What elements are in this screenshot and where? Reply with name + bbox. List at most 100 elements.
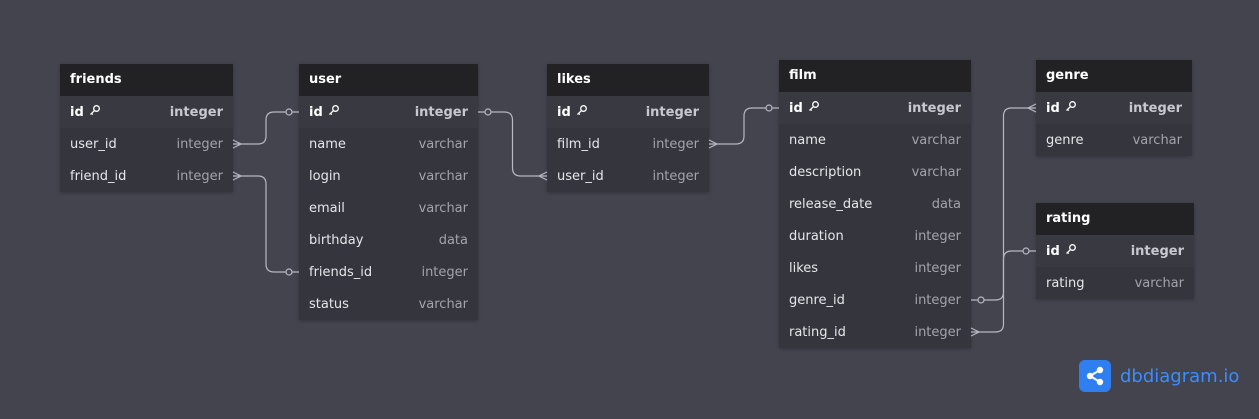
- field-row-genre-genre[interactable]: genre varchar: [1036, 124, 1192, 156]
- field-name-text: name: [309, 136, 346, 152]
- key-icon: [1060, 100, 1077, 116]
- field-row-genre-id[interactable]: id integer: [1036, 92, 1192, 124]
- field-type: integer: [1128, 100, 1182, 116]
- field-name-text: email: [309, 200, 345, 216]
- field-name-text: genre_id: [789, 292, 845, 308]
- field-row-user-status[interactable]: status varchar: [299, 288, 478, 320]
- field-row-film-description[interactable]: description varchar: [779, 156, 971, 188]
- field-name: friends_id: [309, 265, 372, 280]
- field-name-text: id: [70, 104, 84, 120]
- field-name-text: birthday: [309, 232, 364, 248]
- field-name-text: description: [789, 164, 862, 180]
- field-row-film-name[interactable]: name varchar: [779, 124, 971, 156]
- field-name-text: id: [1046, 243, 1060, 259]
- key-icon: [323, 104, 340, 120]
- field-name: film_id: [557, 137, 600, 152]
- field-type: varchar: [1132, 132, 1182, 148]
- field-name: name: [309, 137, 346, 152]
- table-header-film[interactable]: film: [779, 60, 971, 92]
- field-name-text: film_id: [557, 136, 600, 152]
- field-name: user_id: [557, 169, 604, 184]
- table-rating[interactable]: rating id integer rating varchar: [1036, 203, 1194, 299]
- field-name-text: likes: [789, 260, 819, 276]
- field-type: integer: [414, 104, 468, 120]
- table-genre[interactable]: genre id integer genre varchar: [1036, 60, 1192, 156]
- table-header-genre[interactable]: genre: [1036, 60, 1192, 92]
- table-header-friends[interactable]: friends: [60, 64, 233, 96]
- field-name-text: user_id: [557, 168, 604, 184]
- field-name: rating_id: [789, 325, 846, 340]
- field-type: varchar: [1134, 275, 1184, 291]
- key-icon: [803, 100, 820, 116]
- field-type: varchar: [911, 132, 961, 148]
- field-name: release_date: [789, 197, 872, 212]
- table-header-user[interactable]: user: [299, 64, 478, 96]
- field-name: id: [1046, 100, 1077, 116]
- field-name: likes: [789, 261, 818, 276]
- table-film[interactable]: film id integer name varchar description varch…: [779, 60, 971, 348]
- field-type: integer: [914, 324, 961, 340]
- field-row-likes-id[interactable]: id integer: [547, 96, 709, 128]
- field-type: varchar: [418, 296, 468, 312]
- field-name-text: duration: [789, 228, 844, 244]
- field-type: varchar: [418, 168, 468, 184]
- brand-logo-area[interactable]: dbdiagram.io: [1079, 360, 1239, 392]
- field-name-text: id: [309, 104, 323, 120]
- field-row-film-release_date[interactable]: release_date data: [779, 188, 971, 220]
- field-row-rating-id[interactable]: id integer: [1036, 235, 1194, 267]
- field-type: integer: [652, 168, 699, 184]
- field-row-rating-rating[interactable]: rating varchar: [1036, 267, 1194, 299]
- field-type: varchar: [418, 136, 468, 152]
- field-name-text: user_id: [70, 136, 117, 152]
- field-name: birthday: [309, 233, 363, 248]
- field-type: varchar: [911, 164, 961, 180]
- field-name-text: rating_id: [789, 324, 846, 340]
- field-name: status: [309, 297, 349, 312]
- field-type: integer: [169, 104, 223, 120]
- field-row-likes-user_id[interactable]: user_id integer: [547, 160, 709, 192]
- share-nodes-icon: [1079, 360, 1111, 392]
- field-name: friend_id: [70, 169, 126, 184]
- field-name: id: [70, 104, 101, 120]
- table-header-likes[interactable]: likes: [547, 64, 709, 96]
- field-name-text: id: [789, 100, 803, 116]
- field-name-text: login: [309, 168, 341, 184]
- field-type: integer: [1130, 243, 1184, 259]
- field-type: integer: [645, 104, 699, 120]
- field-row-friends-id[interactable]: id integer: [60, 96, 233, 128]
- field-name: id: [1046, 243, 1077, 259]
- field-type: integer: [421, 264, 468, 280]
- field-name: description: [789, 165, 861, 180]
- field-name-text: id: [1046, 100, 1060, 116]
- table-header-rating[interactable]: rating: [1036, 203, 1194, 235]
- field-name: id: [789, 100, 820, 116]
- table-user[interactable]: user id integer name varchar login varchar emai…: [299, 64, 478, 320]
- field-type: data: [931, 196, 961, 212]
- field-name: rating: [1046, 276, 1085, 291]
- field-row-film-id[interactable]: id integer: [779, 92, 971, 124]
- field-row-user-id[interactable]: id integer: [299, 96, 478, 128]
- field-name-text: id: [557, 104, 571, 120]
- field-row-film-rating_id[interactable]: rating_id integer: [779, 316, 971, 348]
- field-name-text: release_date: [789, 196, 873, 212]
- field-row-user-name[interactable]: name varchar: [299, 128, 478, 160]
- field-row-user-friends_id[interactable]: friends_id integer: [299, 256, 478, 288]
- brand-name[interactable]: dbdiagram.io: [1120, 365, 1240, 387]
- field-type: integer: [907, 100, 961, 116]
- key-icon: [84, 104, 101, 120]
- field-name-text: status: [309, 296, 349, 312]
- field-name-text: genre: [1046, 132, 1084, 148]
- field-row-user-login[interactable]: login varchar: [299, 160, 478, 192]
- field-name-text: name: [789, 132, 826, 148]
